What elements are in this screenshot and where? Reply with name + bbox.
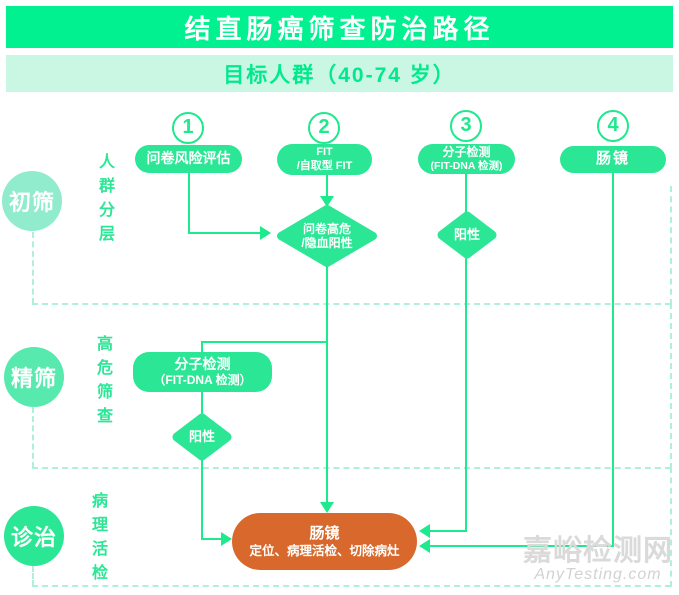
diamond-text: 阳性 — [188, 429, 215, 445]
side-label-highrisk-screening: 高危筛查 — [94, 335, 111, 431]
diamond-text: 阳性 — [453, 227, 480, 243]
side-label-pathological-biopsy: 病理活检 — [89, 492, 106, 588]
decision-questionnaire-highrisk: 问卷高危 /隐血阳性 — [273, 204, 381, 268]
pill-colonoscopy: 肠镜 — [560, 146, 666, 173]
connector-line — [465, 173, 467, 214]
connector-line — [201, 341, 328, 343]
pill-sublabel: /自取型 FIT — [296, 159, 353, 172]
pill-label: 肠镜 — [595, 150, 630, 168]
pill-label: 问卷风险评估 — [146, 150, 231, 167]
arrow-head — [320, 502, 334, 513]
colonoscopy-action-box: 肠镜 定位、病理活检、切除病灶 — [232, 513, 417, 570]
pill-label: FIT — [316, 146, 333, 159]
step-number-3: 3 — [450, 110, 482, 142]
connector-line — [188, 172, 190, 234]
connector-line — [201, 538, 222, 540]
colonoscopy-title: 肠镜 — [309, 524, 340, 542]
colonoscopy-detail: 定位、病理活检、切除病灶 — [249, 544, 400, 559]
connector-line — [326, 264, 328, 502]
pill-label: 分子检测 — [174, 356, 231, 373]
dashed-divider-stage1-left — [32, 232, 34, 304]
connector-line — [201, 392, 203, 416]
step-number-2: 2 — [308, 112, 340, 144]
connector-line — [465, 256, 467, 532]
dashed-divider-stage3-left — [32, 566, 34, 586]
connector-line — [612, 172, 614, 546]
diamond-line1: 问卷高危 — [302, 221, 351, 236]
step-number-4: 4 — [597, 110, 629, 142]
pill-sublabel: （FIT-DNA 检测） — [153, 373, 252, 388]
connector-line — [201, 341, 203, 352]
watermark: 嘉峪检测网 AnyTesting.com — [522, 536, 674, 584]
arrow-head — [419, 539, 430, 553]
diamond-shape — [437, 211, 497, 259]
side-label-population-stratification: 人群分层 — [96, 153, 113, 249]
watermark-en: AnyTesting.com — [534, 566, 662, 584]
dashed-divider-stage2-right — [670, 303, 672, 469]
decision-positive-row2: 阳性 — [169, 413, 235, 461]
arrow-head — [221, 532, 232, 546]
dashed-divider-stage3-bottom — [32, 585, 671, 587]
pill-sublabel: (FIT-DNA 检测) — [430, 159, 503, 172]
diamond-text: 问卷高危 /隐血阳性 — [273, 204, 381, 268]
stage-circle-diagnosis: 诊治 — [4, 506, 64, 566]
pill-label: 分子检测 — [442, 145, 491, 160]
step-number-1: 1 — [172, 112, 204, 144]
pill-molecular-test-row2: 分子检测 （FIT-DNA 检测） — [133, 352, 272, 392]
title-bar: 结直肠癌筛查防治路径 — [6, 6, 673, 48]
decision-positive-row1: 阳性 — [434, 211, 500, 259]
diamond-shape — [277, 205, 377, 267]
arrow-head — [419, 524, 430, 538]
diamond-shape — [172, 413, 232, 461]
subtitle-bar: 目标人群（40-74 岁） — [6, 55, 673, 92]
stage-circle-refined-screen: 精筛 — [4, 347, 64, 407]
page-title: 结直肠癌筛查防治路径 — [184, 13, 495, 44]
connector-line — [430, 530, 467, 532]
diamond-line2: /隐血阳性 — [301, 236, 353, 250]
arrow-head — [320, 196, 334, 207]
connector-line — [201, 457, 203, 540]
pill-questionnaire-risk: 问卷风险评估 — [135, 145, 242, 173]
arrow-head — [260, 226, 271, 240]
stage-circle-initial-screen: 初筛 — [2, 171, 62, 231]
dashed-divider-stage2-bottom — [32, 467, 671, 469]
connector-line — [430, 545, 614, 547]
dashed-divider-stage2-left — [32, 407, 34, 468]
pill-molecular-test: 分子检测 (FIT-DNA 检测) — [418, 144, 515, 174]
target-population-label: 目标人群（40-74 岁） — [223, 63, 456, 87]
dashed-divider-stage1-right — [670, 186, 672, 305]
connector-line — [188, 232, 260, 234]
pill-fit: FIT /自取型 FIT — [277, 144, 372, 175]
dashed-divider-stage3-right — [670, 467, 672, 587]
connector-line — [326, 174, 328, 196]
dashed-divider-stage1-bottom — [32, 303, 671, 305]
watermark-cn: 嘉峪检测网 — [522, 535, 673, 567]
